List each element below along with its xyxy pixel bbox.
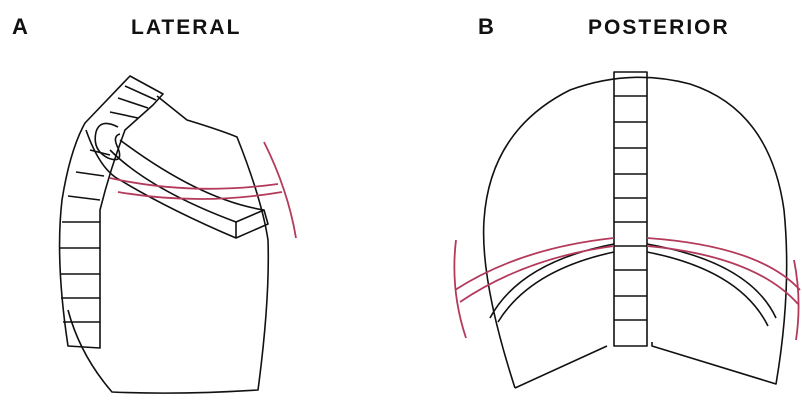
posterior-rib-right-lower: [647, 246, 798, 304]
lateral-diaphragm-lower: [86, 130, 236, 238]
posterior-vertebrae: [614, 96, 647, 320]
posterior-spine: [614, 72, 647, 346]
lateral-rib-arc: [264, 142, 296, 238]
posterior-chest-outline: [484, 77, 787, 388]
lateral-spine: [60, 76, 163, 348]
lateral-view: [60, 76, 296, 393]
lateral-vertebrae: [60, 86, 156, 322]
posterior-diaphragm-right-2: [647, 252, 768, 326]
lateral-diaphragm: [110, 140, 264, 222]
posterior-rib-left-arc: [454, 240, 466, 338]
posterior-rib-right-upper: [647, 238, 800, 290]
posterior-view: [454, 72, 800, 388]
posterior-base-left: [515, 346, 607, 388]
